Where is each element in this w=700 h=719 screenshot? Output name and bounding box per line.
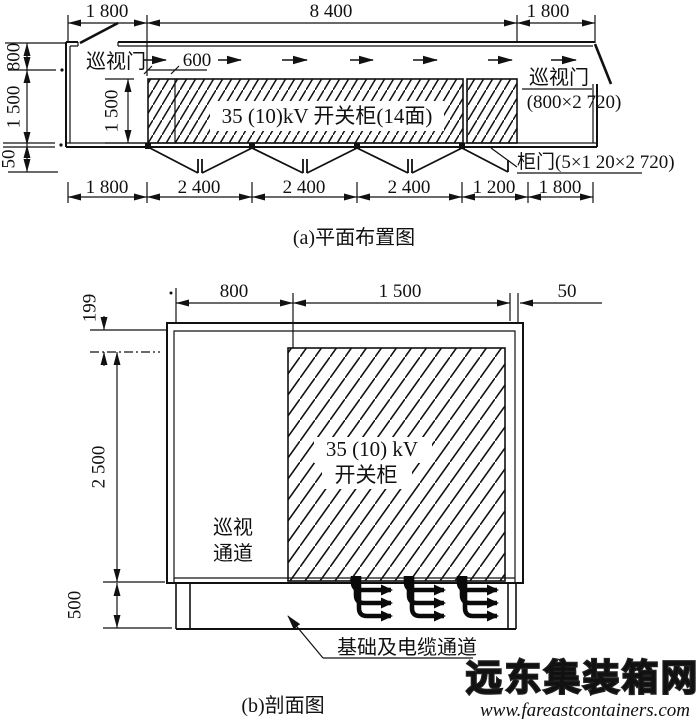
plan-caption: (a)平面布置图 <box>293 226 415 249</box>
section-view-drawing: 800 1 500 50 199 <box>65 281 700 719</box>
plan-left-dimensions: 800 1 500 50 <box>0 42 66 173</box>
plan-panel-width-value: 600 <box>183 50 212 71</box>
cabinet-row-label: 35 (10)kV 开关柜(14面) <box>222 104 433 128</box>
plan-left-dim-50: 50 <box>0 150 20 169</box>
plan-left-dim-800: 800 <box>4 43 25 72</box>
plan-bottom-dim-6: 1 800 <box>539 177 582 198</box>
plan-bottom-dim-5: 1 200 <box>473 177 516 198</box>
section-top-dimensions: 800 1 500 50 <box>169 281 602 348</box>
plan-bottom-dim-3: 2 400 <box>283 177 326 198</box>
plan-bottom-dim-4: 2 400 <box>388 177 431 198</box>
cable-symbols <box>350 576 499 622</box>
plan-cabinet-depth-dimension: 1 500 <box>102 78 148 144</box>
watermark: 远东集装箱网 www.fareastcontainers.com <box>465 657 700 719</box>
patrol-door-right-labels: 巡视门 (800×2 720) <box>522 66 621 113</box>
section-cabinet-label-line2: 开关柜 <box>335 463 398 487</box>
section-caption: (b)剖面图 <box>241 694 324 717</box>
plan-left-dim-1500: 1 500 <box>4 86 25 129</box>
foundation-label-text: 基础及电缆通道 <box>337 636 477 659</box>
plan-top-dim-middle: 8 400 <box>310 1 353 22</box>
patrol-door-right-size: (800×2 720) <box>527 92 622 113</box>
section-roof-dimension: 199 <box>80 294 167 366</box>
watermark-site-name: 远东集装箱网 <box>466 658 700 698</box>
section-dim-500: 500 <box>65 591 86 620</box>
patrol-door-right-leaf <box>593 43 613 85</box>
section-dim-2500: 2 500 <box>89 446 110 489</box>
section-cabinet-block: 35 (10) kV 开关柜 <box>287 347 506 582</box>
section-dim-199: 199 <box>80 294 101 323</box>
watermark-site-url: www.fareastcontainers.com <box>480 700 690 719</box>
plan-view-drawing: 1 800 8 400 1 800 800 1 500 50 <box>0 1 675 249</box>
plan-top-dim-left: 1 800 <box>86 1 129 22</box>
plan-bottom-dimensions: 1 800 2 400 2 400 2 400 1 200 1 800 <box>67 177 594 203</box>
section-height-dimension: 2 500 <box>89 352 165 583</box>
cabinet-open-doors <box>147 146 509 174</box>
cable-group-1 <box>350 576 393 622</box>
patrol-door-right-label: 巡视门 <box>529 66 589 89</box>
switchgear-cabinet-block: 35 (10)kV 开关柜(14面) <box>145 78 518 149</box>
plan-panel-width-dimension: 600 <box>143 50 212 75</box>
plan-cabinet-depth-value: 1 500 <box>102 90 123 133</box>
section-cabinet-label-backdrop2 <box>322 463 412 489</box>
cabinet-label-backdrop <box>210 101 444 131</box>
cable-group-2 <box>403 576 446 622</box>
section-cabinet-label-line1: 35 (10) kV <box>326 437 418 461</box>
plan-bottom-dim-2: 2 400 <box>178 177 221 198</box>
cabinet-door-note-text: 柜门(5×1 20×2 720) <box>517 151 675 173</box>
plan-top-dimensions: 1 800 8 400 1 800 <box>67 1 596 76</box>
patrol-door-left-label: 巡视门 <box>86 50 146 73</box>
foundation-label: 基础及电缆通道 <box>287 615 477 659</box>
patrol-passage-line2: 通道 <box>213 542 253 565</box>
section-top-dim-50: 50 <box>558 281 577 302</box>
patrol-passage-line1: 巡视 <box>213 516 253 539</box>
plan-bottom-dim-1: 1 800 <box>86 177 129 198</box>
patrol-passage-label: 巡视 通道 <box>213 516 253 565</box>
patrol-door-left-leaf <box>79 21 119 45</box>
section-foundation-dimension: 500 <box>65 583 172 629</box>
cable-group-3 <box>456 576 499 622</box>
foundation-cable-trench <box>175 583 517 630</box>
section-top-dim-1500: 1 500 <box>379 281 422 302</box>
cabinet-door-note: 柜门(5×1 20×2 720) <box>490 147 675 174</box>
plan-top-dim-right: 1 800 <box>527 1 570 22</box>
section-cabinet-label-backdrop <box>314 437 432 463</box>
section-top-dim-800: 800 <box>220 281 249 302</box>
